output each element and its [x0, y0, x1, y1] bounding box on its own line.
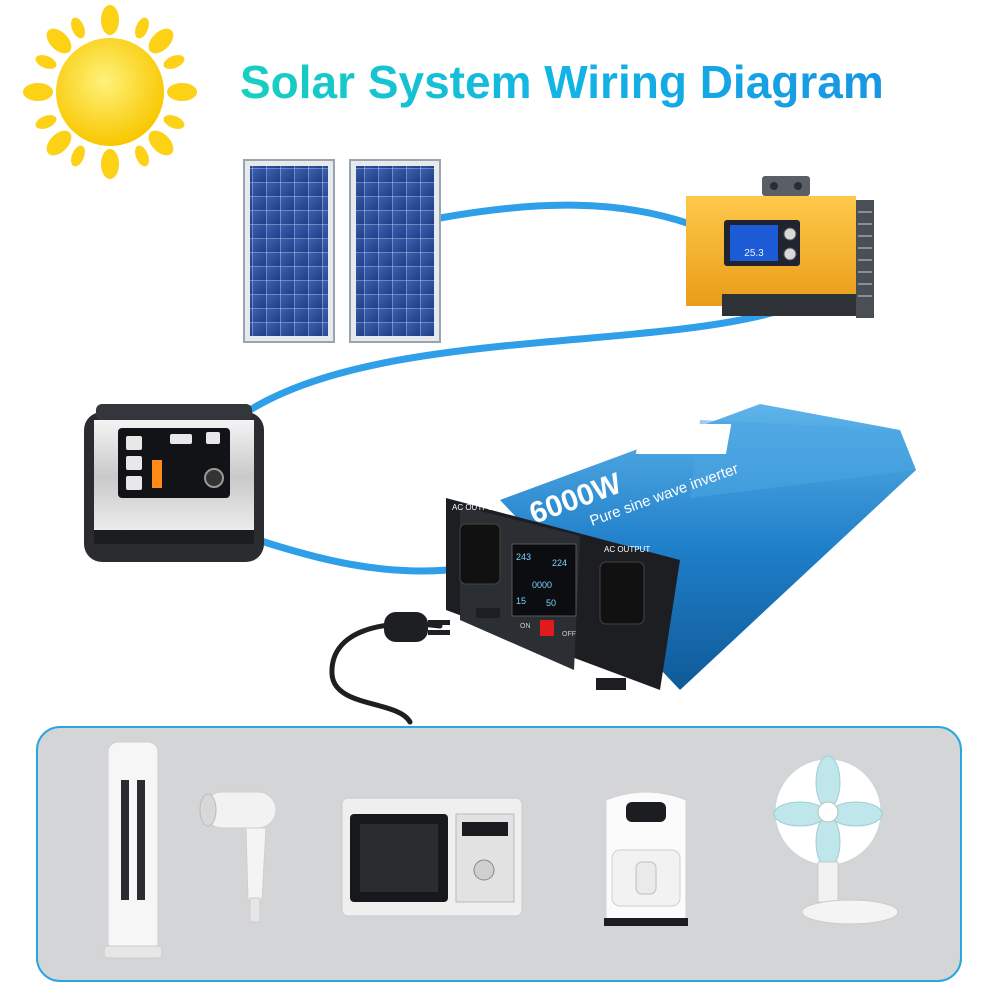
plug-icon — [329, 612, 450, 725]
inverter-icon: 6000W Pure sine wave inverter AC OUTPUT … — [446, 404, 916, 690]
inverter-outlet-label-right: AC OUTPUT — [604, 545, 650, 554]
inverter-lcd-line1-right: 224 — [552, 558, 567, 568]
desk-fan-icon — [772, 755, 899, 925]
controller-lcd-value: 25.3 — [744, 248, 764, 259]
air-fryer-icon — [604, 791, 688, 926]
wiring-cables — [246, 201, 779, 575]
tower-fan-icon — [103, 741, 163, 959]
power-station-icon — [84, 404, 264, 562]
inverter-switch-off: OFF — [562, 631, 576, 638]
inverter-power-switch[interactable] — [540, 620, 554, 636]
inverter-lcd-line2: 0000 — [532, 580, 552, 590]
cable-controller-to-station — [246, 308, 779, 414]
inverter-lcd-line3-left: 15 — [516, 596, 526, 606]
inverter-lcd-line1-left: 243 — [516, 552, 531, 562]
microwave-icon — [341, 797, 523, 917]
inverter-outlet-label-left: AC OUTPUT — [452, 503, 498, 512]
inverter-switch-on: ON — [520, 623, 531, 630]
cable-station-to-inverter — [254, 536, 452, 575]
cable-panels-to-controller — [436, 201, 694, 228]
inverter-lcd-line3-right: 50 — [546, 598, 556, 608]
hair-dryer-icon — [199, 791, 277, 923]
solar-panel-left — [243, 159, 335, 343]
sun-icon — [23, 5, 197, 179]
solar-panel-right — [349, 159, 441, 343]
charge-controller-icon: 25.3 — [686, 176, 874, 318]
diagram-title: Solar System Wiring Diagram — [240, 52, 960, 112]
